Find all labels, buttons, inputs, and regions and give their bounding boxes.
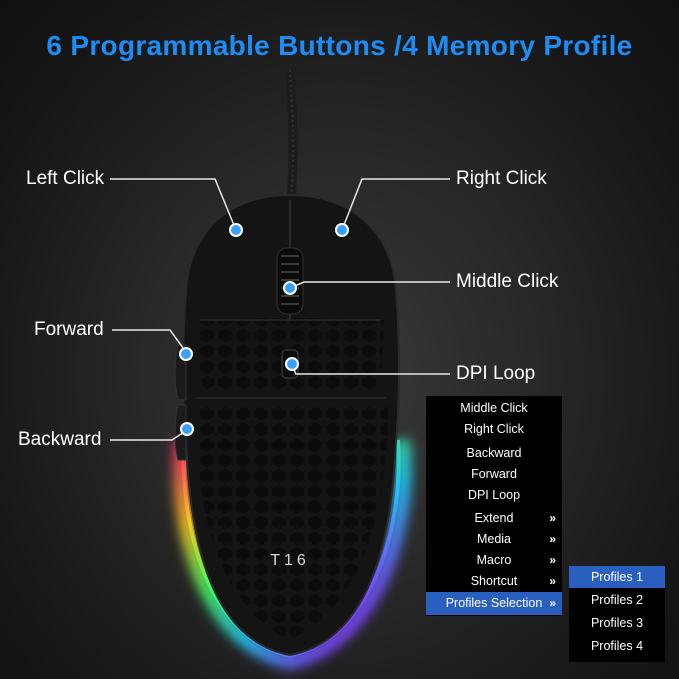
marker-backward [180,422,194,436]
menu-item-profiles-selection[interactable]: Profiles Selection» [426,592,562,615]
menu-item-shortcut[interactable]: Shortcut» [426,571,562,592]
chevron-right-icon: » [549,553,556,567]
marker-left-click [229,223,243,237]
button-assignment-menu: Middle Click Right Click Backward Forwar… [426,396,562,616]
menu-item-dpi-loop[interactable]: DPI Loop [467,488,521,502]
chevron-right-icon: » [549,511,556,525]
marker-middle-click [283,281,297,295]
submenu-item-profiles-2[interactable]: Profiles 2 [590,593,644,607]
menu-item-macro[interactable]: Macro» [426,550,562,571]
submenu-item-profiles-1[interactable]: Profiles 1 [569,566,665,588]
submenu-item-profiles-3[interactable]: Profiles 3 [590,616,644,630]
marker-right-click [335,223,349,237]
label-forward: Forward [34,319,104,340]
menu-item-backward[interactable]: Backward [466,446,522,460]
menu-item-forward[interactable]: Forward [471,467,517,481]
chevron-right-icon: » [549,596,556,610]
headline: 6 Programmable Buttons /4 Memory Profile [46,30,633,61]
rgb-glow [174,439,411,670]
menu-item-media[interactable]: Media» [426,529,562,550]
label-right-click: Right Click [456,168,547,189]
marker-dpi-loop [285,357,299,371]
brand-logo: T16 [270,552,310,569]
menu-item-extend[interactable]: Extend» [426,508,562,529]
menu-item-right-click[interactable]: Right Click [464,422,524,436]
chevron-right-icon: » [549,532,556,546]
label-left-click: Left Click [26,168,105,189]
menu-item-middle-click[interactable]: Middle Click [460,401,528,415]
label-backward: Backward [18,429,102,450]
chevron-right-icon: » [549,574,556,588]
profiles-submenu: Profiles 1 Profiles 2 Profiles 3 Profile… [569,566,665,662]
label-dpi-loop: DPI Loop [456,363,536,384]
marker-forward [179,347,193,361]
label-middle-click: Middle Click [456,271,559,292]
submenu-item-profiles-4[interactable]: Profiles 4 [590,639,644,653]
